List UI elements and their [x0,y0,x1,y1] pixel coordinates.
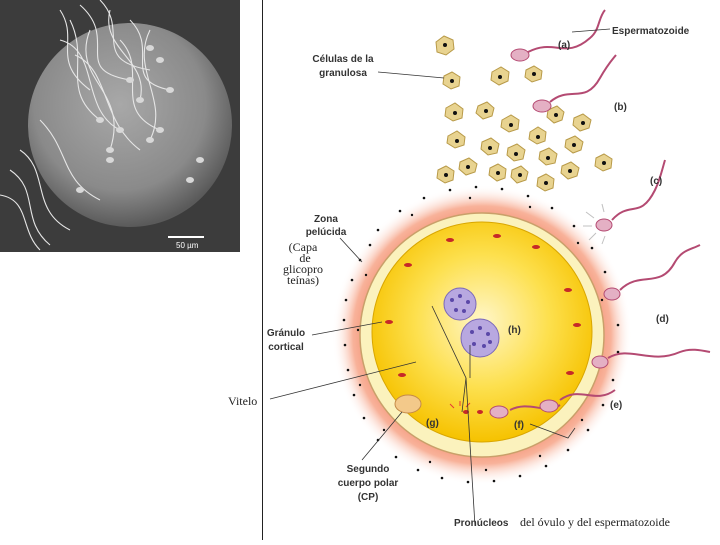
scale-bar [168,236,204,238]
micrograph-photo: 50 µm [0,0,240,252]
polar-body [394,394,422,414]
label-vitelo: Vitelo [228,394,257,408]
pronuclei [443,287,500,358]
leader-lines [311,28,611,527]
fertilization-diagram [311,9,711,527]
sperm-heads-diagram [489,48,621,419]
scale-bar-label: 50 µm [176,241,199,250]
diagram-frame-line [262,0,263,540]
acrosome-rays [583,203,606,245]
sperm-tails-diagram [509,9,711,411]
sperm-heads [76,45,204,193]
granulosa-nuclei [443,43,606,185]
egg-surface [28,23,232,227]
sperm-tails [0,0,171,251]
micrograph-image: 50 µm [0,0,240,252]
